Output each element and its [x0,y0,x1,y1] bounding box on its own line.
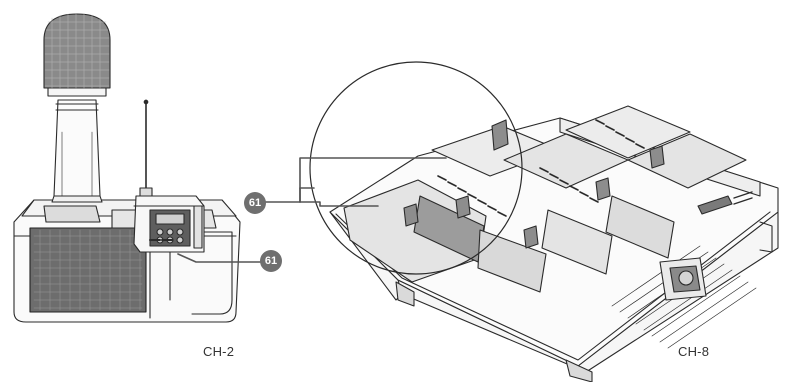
ch8-case-illustration [329,105,779,382]
ch2-charger-illustration [13,13,241,323]
bodypack-transmitter [133,99,205,253]
callout-badge-lower: 61 [260,250,282,272]
model-label-ch2: CH-2 [203,344,235,359]
callout-badge-upper: 61 [244,192,266,214]
magnifier-circle [309,61,523,275]
handheld-mic [43,13,111,203]
model-label-ch8: CH-8 [678,344,710,359]
